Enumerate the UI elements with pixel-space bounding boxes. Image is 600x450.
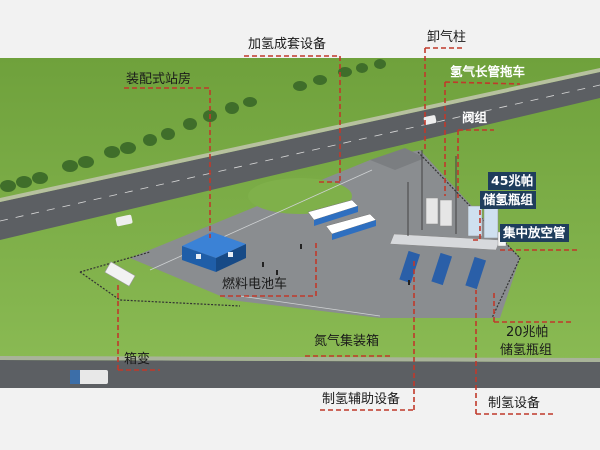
label-20mpa-line1: 20兆帕 [506,325,549,340]
leader-aux-production [320,260,415,411]
leader-valve-group [457,129,494,198]
people [262,244,410,285]
fence-left [79,251,241,307]
leader-20mpa [493,290,574,323]
tube-trailers [399,250,487,290]
label-prefab-station: 装配式站房 [126,72,192,87]
entrance-road [370,148,425,170]
bottom-road-shoulder [0,356,600,362]
leader-45mpa [472,210,481,241]
unloading-post-frame [407,150,457,236]
label-fuel-cell-vehicle: 燃料电池车 [222,277,288,292]
leader-prefab-station [124,87,211,238]
green-island [248,178,352,214]
label-45mpa-line2: 储氢瓶组 [480,191,537,209]
label-unloading-post: 卸气柱 [427,30,467,45]
diagonal-road [0,72,600,240]
car-diagonal [115,214,133,227]
label-box-transformer: 箱变 [124,352,151,367]
label-vent-stack: 集中放空管 [500,224,569,242]
leader-unloading-post [424,47,465,150]
leader-hydrogen-equipment [244,55,341,183]
prefab-station-building [182,232,246,272]
label-45mpa-line1: 45兆帕 [488,172,537,190]
tree-row [0,59,386,192]
storage-cylinders-45mpa [425,197,499,239]
leader-tube-trailer [444,81,521,196]
diagonal-road-edge [0,68,600,202]
fence-right [417,151,521,319]
fuel-cell-bus-2 [325,213,377,240]
label-nitrogen-container: 氮气集装箱 [314,334,380,349]
label-tube-trailer: 氢气长管拖车 [450,64,526,79]
label-20mpa-line2: 储氢瓶组 [500,343,553,358]
label-valve-group: 阀组 [462,110,488,125]
label-production: 制氢设备 [488,396,541,411]
diagonal-road-lane [0,84,600,222]
fuel-cell-bus-1 [307,199,359,226]
leader-box-transformer [117,284,160,371]
label-aux-production: 制氢辅助设备 [322,392,401,407]
bottom-road [0,360,600,388]
leader-production [475,290,554,415]
label-hydrogen-equipment: 加氢成套设备 [248,37,327,52]
box-transformer [104,261,136,287]
canopy [389,233,501,251]
leader-lines [117,47,580,415]
car-top [423,115,437,125]
leader-fuel-cell-vehicle [220,240,317,297]
